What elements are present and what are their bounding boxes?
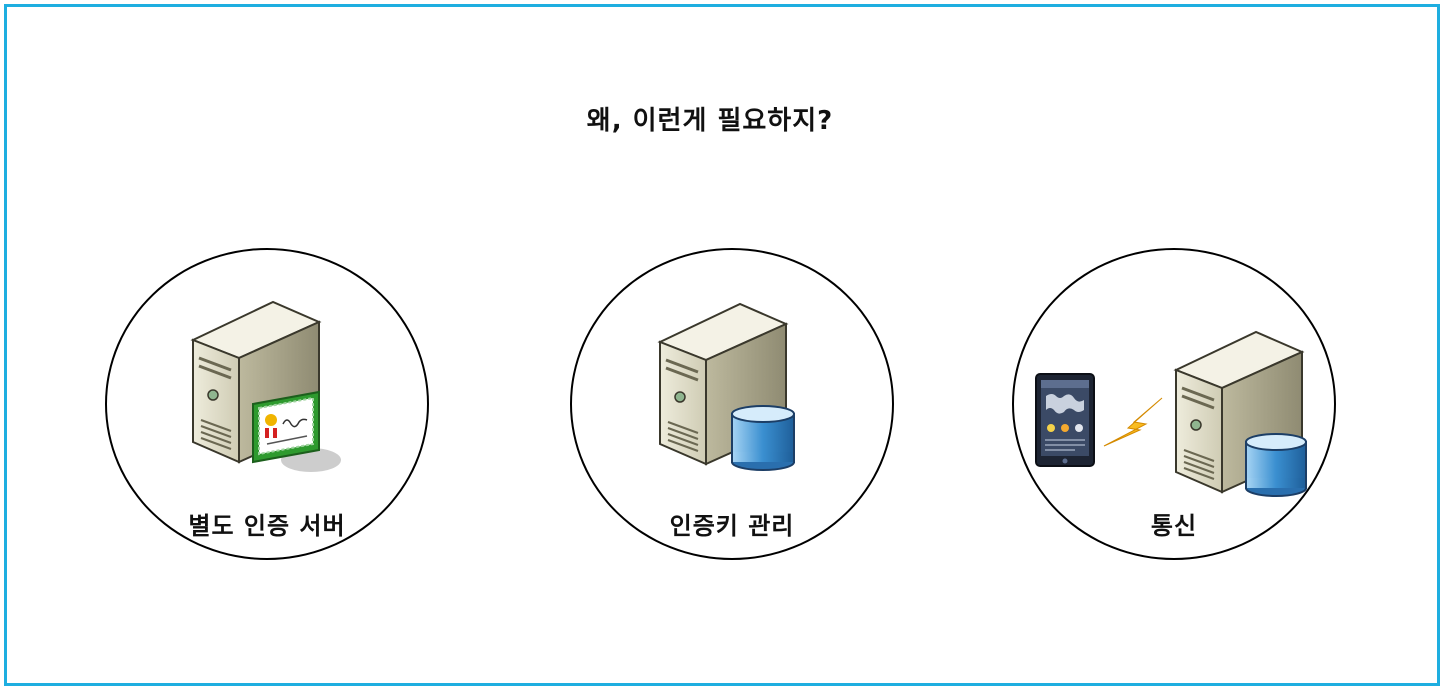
- server-certificate-icon: [191, 300, 361, 480]
- lightning-icon: [1104, 398, 1162, 446]
- node-auth-key-management: 인증키 관리: [570, 248, 894, 560]
- tablet-icon: [1036, 374, 1094, 466]
- node-label: 인증키 관리: [572, 506, 892, 541]
- database-icon: [732, 406, 794, 470]
- node-label: 별도 인증 서버: [107, 506, 427, 541]
- certificate-icon: [253, 392, 319, 462]
- node-communication: 통신: [1012, 248, 1336, 560]
- node-separate-auth-server: 별도 인증 서버: [105, 248, 429, 560]
- tablet-server-communication-icon: [1030, 322, 1330, 522]
- page-title: 왜, 이런게 필요하지?: [0, 100, 1420, 137]
- node-label: 통신: [1014, 506, 1334, 541]
- server-database-icon: [658, 302, 828, 482]
- database-icon: [1246, 434, 1306, 496]
